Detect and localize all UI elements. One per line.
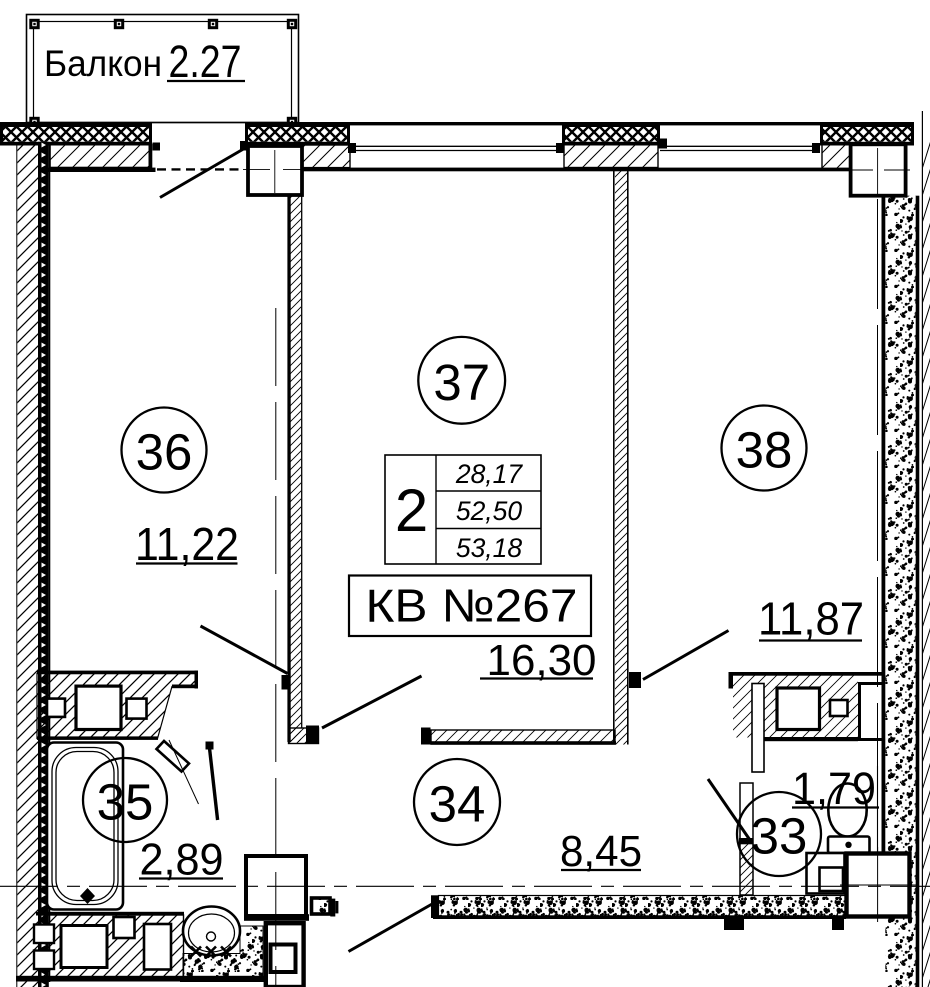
- svg-text:Балкон: Балкон: [44, 43, 162, 84]
- svg-text:38: 38: [736, 422, 793, 479]
- svg-text:2,89: 2,89: [140, 836, 224, 885]
- svg-text:33: 33: [751, 808, 808, 865]
- svg-text:КВ №267: КВ №267: [366, 580, 578, 632]
- svg-text:11,22: 11,22: [135, 518, 239, 570]
- svg-text:37: 37: [433, 354, 490, 411]
- svg-text:34: 34: [429, 776, 486, 833]
- svg-text:1,79: 1,79: [792, 763, 876, 814]
- svg-text:11,87: 11,87: [758, 593, 864, 645]
- svg-text:2: 2: [395, 477, 428, 544]
- svg-text:16,30: 16,30: [487, 636, 597, 685]
- svg-text:2.27: 2.27: [169, 36, 242, 87]
- svg-text:52,50: 52,50: [456, 496, 523, 526]
- svg-text:28,17: 28,17: [455, 459, 524, 489]
- svg-text:53,18: 53,18: [456, 533, 523, 563]
- svg-text:8,45: 8,45: [560, 827, 642, 876]
- svg-text:35: 35: [97, 774, 154, 831]
- svg-text:36: 36: [136, 424, 193, 481]
